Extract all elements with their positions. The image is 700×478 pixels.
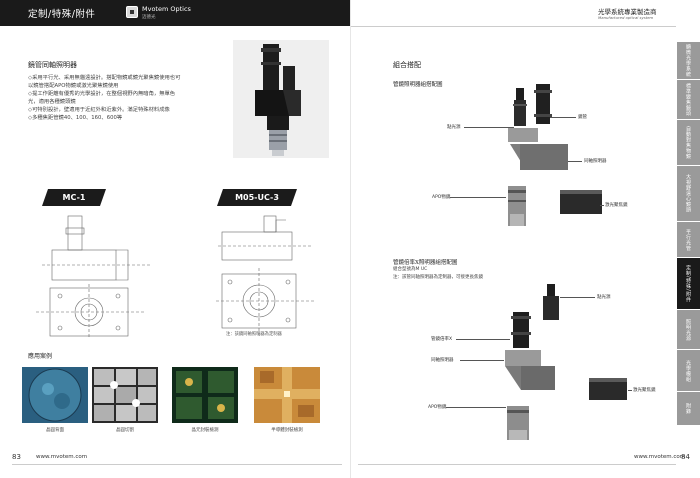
leader-line bbox=[446, 407, 506, 408]
brand-name: Mvotem Optics bbox=[142, 5, 191, 13]
mc1-technical-drawing bbox=[32, 210, 162, 340]
combo2-label-apo: APO物鏡 bbox=[428, 405, 447, 410]
combo2-note-line: 注：該管同轴照明器為定制器，可接更長焦鏡 bbox=[393, 275, 483, 280]
leader-line bbox=[600, 205, 604, 206]
brand-logo-icon bbox=[126, 6, 138, 18]
footer-divider bbox=[358, 464, 676, 465]
combo2-label-coaxial: 同軸照明器 bbox=[431, 358, 454, 363]
combo2-label-tube-x: 管鏡倍率X bbox=[431, 337, 453, 342]
leader-line bbox=[464, 127, 514, 128]
tab-telecentric-lens[interactable]: 大視野遠心鏡頭 bbox=[677, 166, 700, 222]
leader-line bbox=[450, 197, 506, 198]
tab-appendix[interactable]: 附錄 bbox=[677, 392, 700, 426]
footer-url-left[interactable]: www.mvotem.com bbox=[36, 454, 88, 460]
app-image-chip-package bbox=[172, 367, 238, 423]
combo1-title: 管鏡照明器組搭配圖 bbox=[393, 82, 443, 88]
leader-line bbox=[456, 339, 510, 340]
app-caption: 半導體封裝檢測 bbox=[271, 428, 303, 433]
left-header-bar bbox=[0, 0, 350, 26]
tab-zoom-lens[interactable]: 標準變焦鏡頭 bbox=[677, 80, 700, 120]
app-caption: 晶元封裝檢測 bbox=[191, 428, 219, 433]
tab-optical-module[interactable]: 光學模組 bbox=[677, 350, 700, 392]
category-title: 定制/特殊/附件 bbox=[28, 9, 96, 20]
app-image-semiconductor bbox=[254, 367, 320, 423]
leader-line bbox=[560, 297, 595, 298]
right-header-subtitle: Manufactured optical system bbox=[598, 15, 654, 20]
combo2-model-line: 組合型號為M UC bbox=[393, 267, 428, 272]
right-header-divider bbox=[350, 26, 676, 27]
footer-url-right[interactable]: www.mvotem.com bbox=[634, 454, 686, 460]
page-number-left: 83 bbox=[12, 453, 21, 461]
tab-custom-accessories[interactable]: 定制/特殊/附件 bbox=[677, 258, 700, 310]
page-number-right: 84 bbox=[681, 453, 690, 461]
leader-line bbox=[628, 390, 632, 391]
description-line: 以鏡管搭配APO物鏡或激光聚焦鏡使用 bbox=[28, 83, 119, 89]
combo1-assembly-diagram bbox=[470, 84, 620, 234]
m05uc3-technical-drawing bbox=[214, 210, 324, 342]
combo1-label-light-source: 點光源 bbox=[447, 125, 461, 130]
combo1-label-coaxial: 同軸照明器 bbox=[584, 159, 607, 164]
right-header-title: 光學系統專業製造商 bbox=[598, 8, 657, 16]
combo2-assembly-diagram bbox=[485, 284, 635, 442]
drawing-note: 注：該鏡同軸照明器為定制器 bbox=[226, 332, 282, 337]
combo1-label-apo: APO物鏡 bbox=[432, 195, 451, 200]
model-badge-m05uc3: M05-UC-3 bbox=[217, 189, 297, 206]
description-line: 光，適用各種鏡頭鏡 bbox=[28, 99, 76, 105]
combo1-label-laser: 激光聚焦鏡 bbox=[605, 203, 628, 208]
page-spine bbox=[350, 0, 351, 478]
description-line: ◇采用平行光、采用無貓遠設計。搭配物鏡或鏡光聚焦鏡使用也可 bbox=[28, 75, 181, 81]
description-line: ◇多種焦距管鏡40、100、160、600等 bbox=[28, 115, 123, 121]
brand-sub: 迈德光 bbox=[142, 15, 156, 20]
app-image-wafer-dicing bbox=[92, 367, 158, 423]
footer-divider bbox=[12, 464, 342, 465]
app-caption: 晶圓背面 bbox=[46, 428, 64, 433]
leader-line bbox=[550, 117, 576, 118]
combo-section-title: 組合搭配 bbox=[393, 61, 421, 69]
leader-line bbox=[568, 161, 582, 162]
model-badge-mc1: MC-1 bbox=[42, 189, 106, 206]
tab-autofocus-objective[interactable]: 自動對焦物鏡 bbox=[677, 120, 700, 166]
combo2-title: 管鏡倍率X照明器組搭配圖 bbox=[393, 260, 458, 266]
tab-microscope-system[interactable]: 顯微光學系統 bbox=[677, 42, 700, 80]
applications-title: 應用案例 bbox=[28, 353, 53, 360]
leader-line bbox=[460, 360, 504, 361]
combo2-label-laser: 激光聚焦鏡 bbox=[633, 388, 656, 393]
app-caption: 晶圓切割 bbox=[116, 428, 134, 433]
app-image-wafer-back bbox=[22, 367, 88, 423]
section-title: 鏡管同軸照明器 bbox=[28, 61, 77, 69]
combo1-label-tube: 鏡管 bbox=[578, 115, 587, 120]
tab-collimator[interactable]: 平行光管 bbox=[677, 222, 700, 258]
description-line: ◇提工作距離有優秀的光學設計，在整個視野內無暗角，無單色 bbox=[28, 91, 176, 97]
description-line: ◇可特別設計，壁適用于近紅外和近紫外。滿足特殊材料成像 bbox=[28, 107, 170, 113]
tab-illumination[interactable]: 照明光源 bbox=[677, 310, 700, 350]
product-photo bbox=[233, 40, 329, 158]
combo2-label-light-source: 點光源 bbox=[597, 295, 611, 300]
